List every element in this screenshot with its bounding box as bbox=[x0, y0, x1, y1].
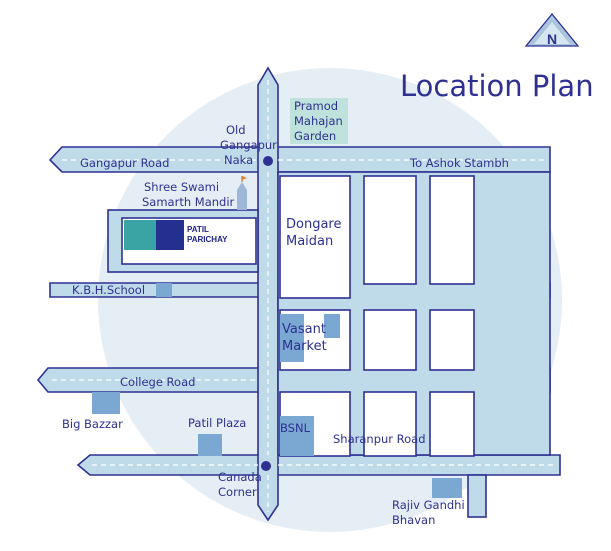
pramod-mahajan-garden-area bbox=[290, 98, 348, 144]
city-blocks bbox=[121, 175, 475, 457]
patil-plaza-label: Patil Plaza bbox=[188, 416, 246, 430]
vasant-market-building bbox=[280, 314, 304, 362]
gangapur-road-label: Gangapur Road bbox=[80, 156, 169, 170]
pramod-mahajan-garden-line1: Pramod bbox=[294, 99, 338, 113]
site-name-line1: PATIL bbox=[187, 225, 209, 234]
swami-samarth-mandir-line1: Shree Swami bbox=[144, 180, 219, 194]
bsnl-building bbox=[280, 416, 314, 456]
canada-corner-line2: Corner bbox=[218, 485, 257, 499]
vasant-market-line1: Vasant bbox=[282, 322, 326, 337]
block-dongare bbox=[279, 175, 351, 299]
ashok-stambh-label: To Ashok Stambh bbox=[409, 156, 509, 170]
pramod-mahajan-garden-line3: Garden bbox=[294, 129, 336, 143]
big-bazzar-building bbox=[92, 392, 120, 414]
swami-samarth-mandir-line2: Samarth Mandir bbox=[142, 195, 235, 209]
old-gangapur-naka-line1: Old bbox=[226, 123, 246, 137]
rajiv-gandhi-bhavan-line2: Bhavan bbox=[392, 513, 435, 527]
site-teal-block bbox=[124, 220, 156, 250]
block-e7 bbox=[363, 391, 417, 457]
old-gangapur-naka-line3: Naka bbox=[224, 153, 253, 167]
sharanpur-road-label: Sharanpur Road bbox=[333, 432, 426, 446]
dongare-maidan-line1: Dongare bbox=[286, 217, 341, 232]
south-stub-road bbox=[467, 474, 487, 518]
canada-corner-line1: Canada bbox=[218, 470, 262, 484]
north-arrow-icon: N bbox=[524, 12, 580, 47]
patil-plaza-building bbox=[198, 434, 222, 456]
kbh-school-label: K.B.H.School bbox=[72, 283, 145, 297]
pramod-mahajan-garden-line2: Mahajan bbox=[294, 114, 343, 128]
dongare-maidan-line2: Maidan bbox=[286, 234, 333, 249]
rajiv-gandhi-bhavan-line1: Rajiv Gandhi bbox=[392, 498, 465, 512]
canada-corner-marker bbox=[261, 461, 271, 471]
road-dashes bbox=[52, 80, 555, 512]
block-e4 bbox=[363, 309, 417, 371]
vasant-market-line2: Market bbox=[282, 339, 327, 354]
block-e5 bbox=[429, 309, 475, 371]
big-bazzar-label: Big Bazzar bbox=[62, 417, 123, 431]
bsnl-label: BSNL bbox=[280, 421, 311, 435]
rajiv-gandhi-bhavan-building bbox=[432, 478, 462, 498]
vasant-market-annex bbox=[324, 314, 340, 338]
block-e1 bbox=[363, 175, 417, 285]
old-gangapur-naka-marker bbox=[263, 156, 273, 166]
block-e2 bbox=[429, 175, 475, 285]
compass-letter: N bbox=[547, 31, 557, 47]
college-road-label: College Road bbox=[120, 375, 195, 389]
page-title: Location Plan bbox=[400, 69, 594, 103]
site-navy-block bbox=[156, 220, 184, 250]
kbh-school-building bbox=[156, 283, 172, 297]
old-gangapur-naka-line2: Gangapur bbox=[220, 138, 277, 152]
site-name-line2: PARICHAY bbox=[187, 235, 228, 244]
temple-icon bbox=[237, 176, 247, 210]
block-e8 bbox=[429, 391, 475, 457]
